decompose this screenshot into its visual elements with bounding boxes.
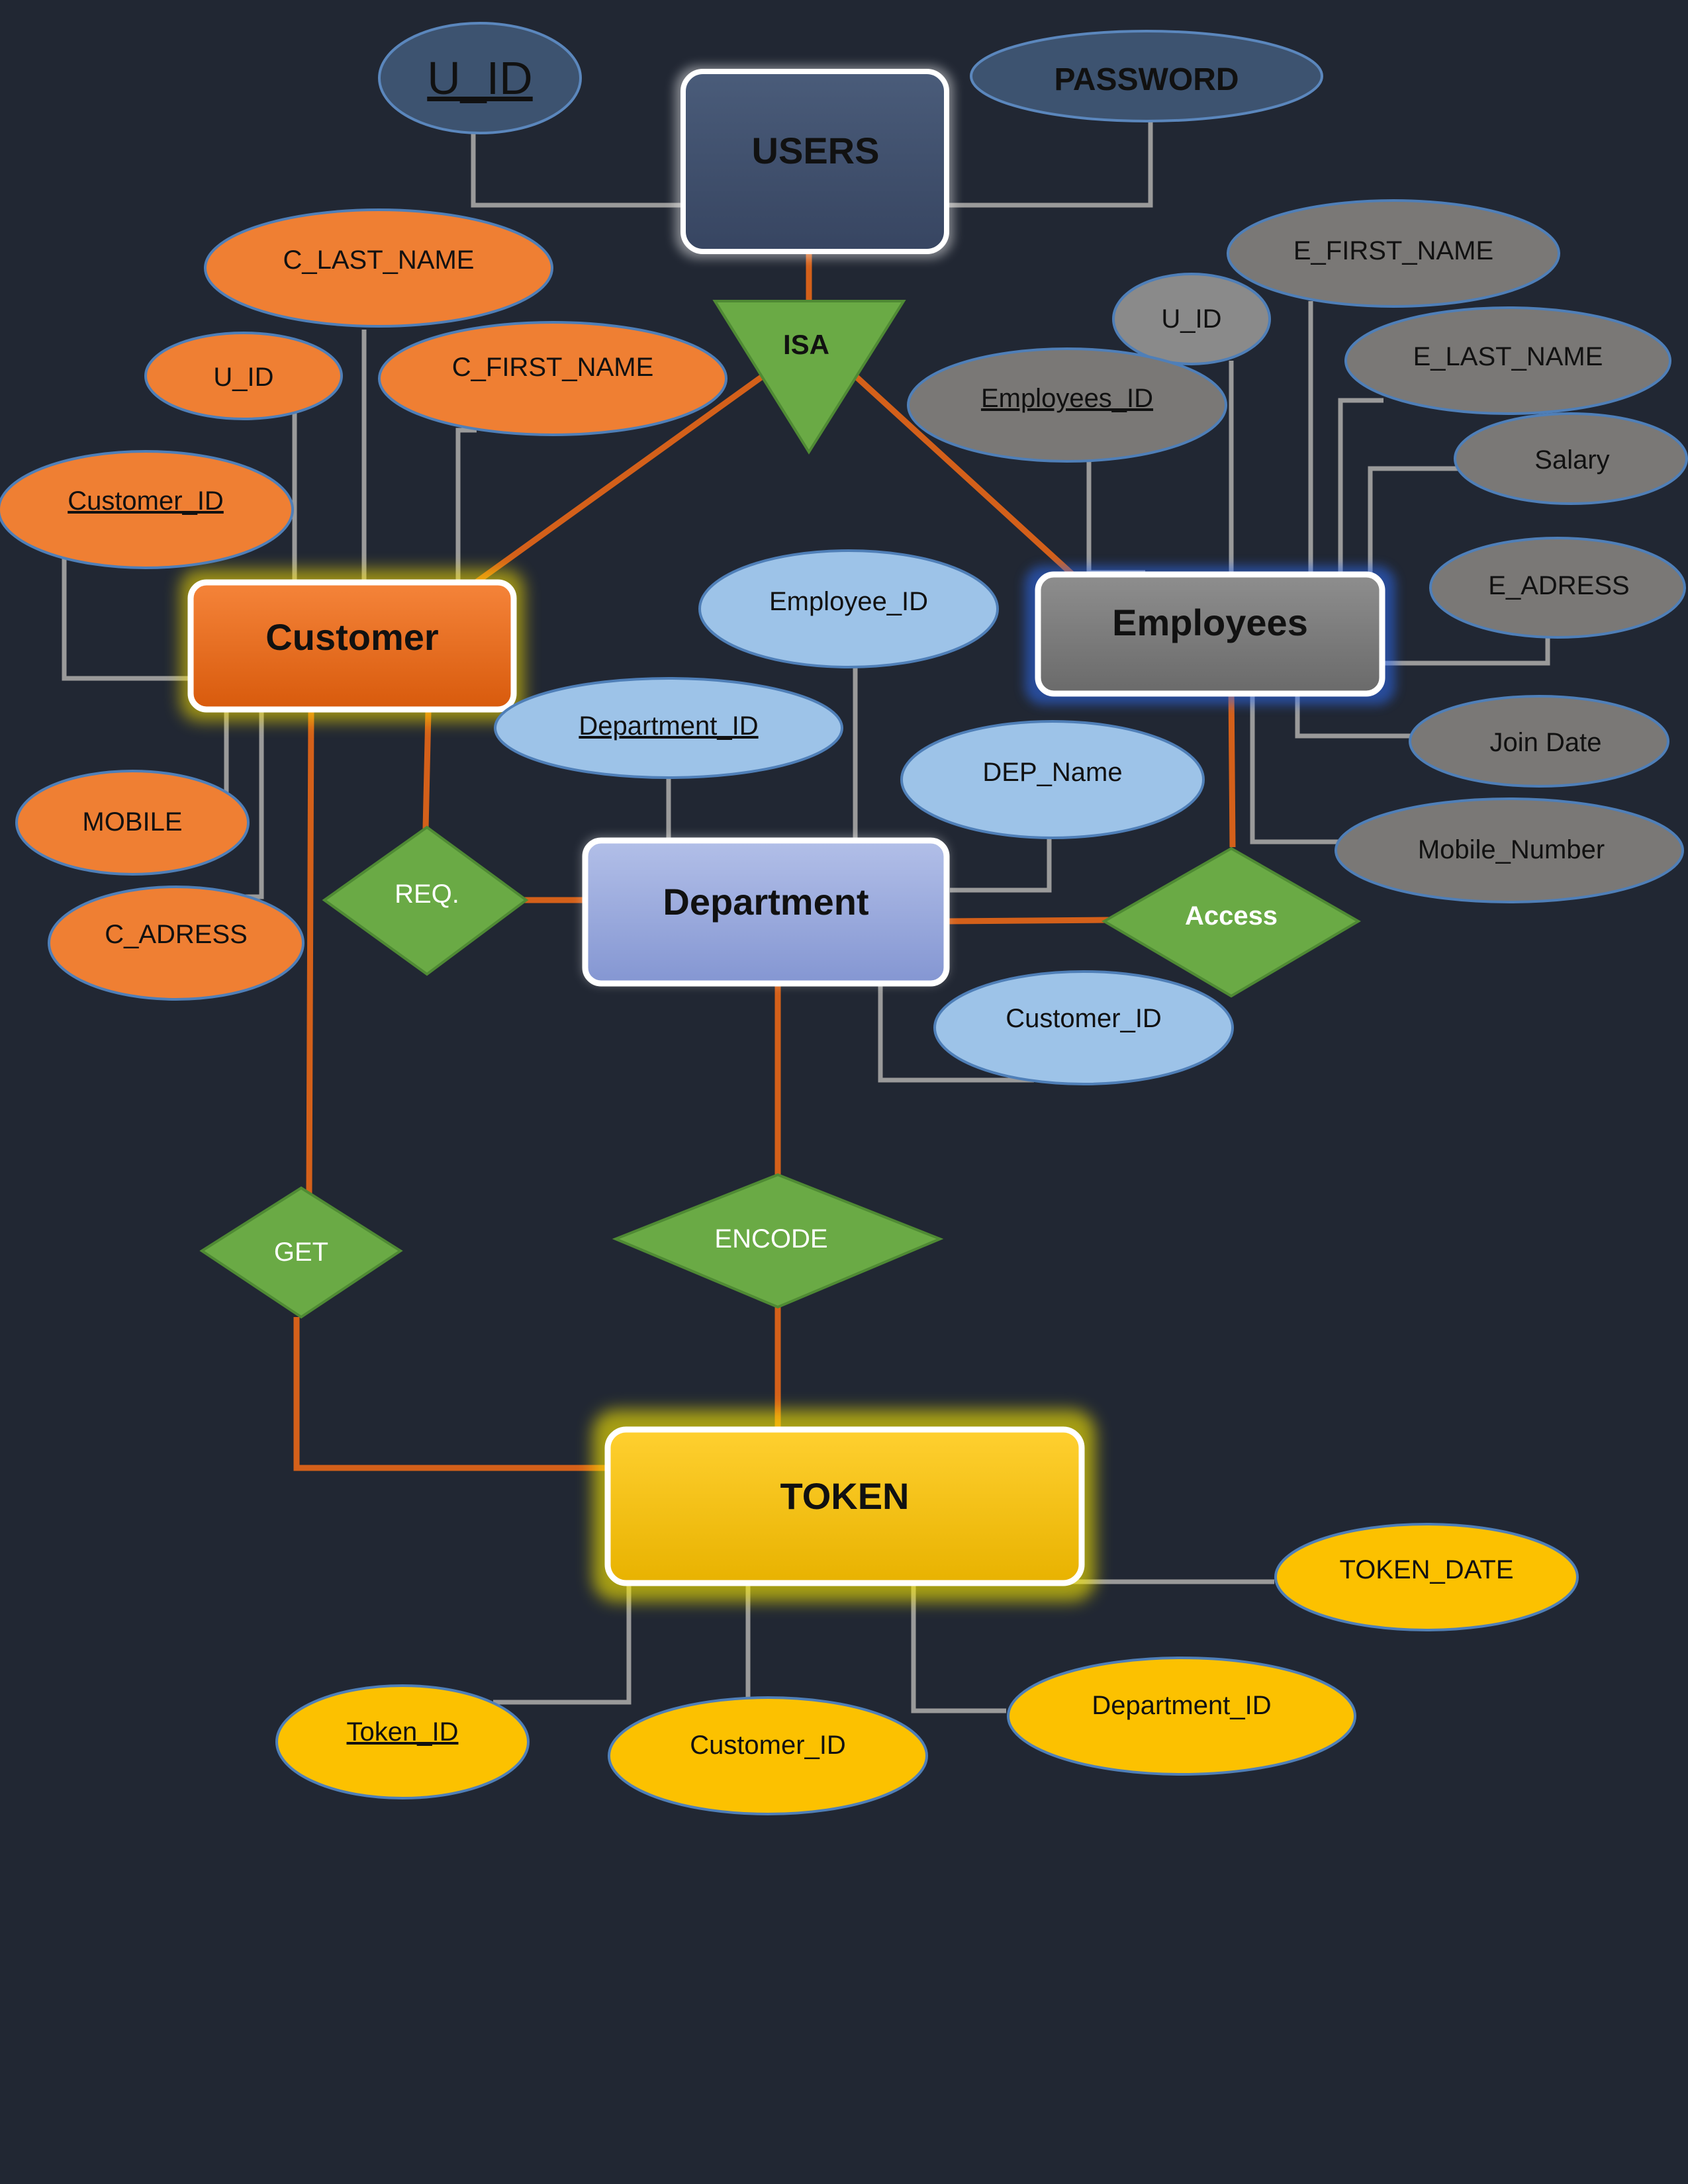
attr-customer-firstname-label: C_FIRST_NAME bbox=[452, 353, 654, 382]
attr-customer-lastname[interactable]: C_LAST_NAME bbox=[204, 208, 553, 328]
attr-customer-lastname-label: C_LAST_NAME bbox=[283, 246, 475, 275]
entity-employees-label: Employees bbox=[1112, 602, 1308, 643]
entity-token[interactable]: TOKEN bbox=[592, 1410, 1096, 1602]
attr-dept-departmentid-label: Department_ID bbox=[579, 711, 758, 741]
entity-token-label: TOKEN bbox=[780, 1475, 910, 1517]
connector-isa-employees bbox=[853, 373, 1080, 582]
relationship-isa-label: ISA bbox=[783, 329, 829, 360]
entity-department[interactable]: Department bbox=[582, 837, 950, 987]
attr-users-password[interactable]: PASSWORD bbox=[970, 30, 1323, 122]
entity-customer[interactable]: Customer bbox=[180, 569, 524, 721]
attr-emp-eadress-label: E_ADRESS bbox=[1488, 571, 1629, 600]
attr-emp-eadress[interactable]: E_ADRESS bbox=[1429, 537, 1686, 639]
attr-customer-customerid-label: Customer_ID bbox=[68, 486, 224, 516]
attr-emp-employeesid[interactable]: Employees_ID bbox=[907, 347, 1227, 463]
connector-customer-get bbox=[306, 711, 314, 1194]
attr-emp-joindate[interactable]: Join Date bbox=[1409, 695, 1669, 788]
attr-emp-salary-label: Salary bbox=[1534, 445, 1609, 475]
attr-customer-cadress-label: C_ADRESS bbox=[105, 920, 248, 949]
connector-emp-salary bbox=[1368, 466, 1486, 572]
attr-customer-customerid[interactable]: Customer_ID bbox=[0, 450, 294, 569]
entity-employees[interactable]: Employees bbox=[1025, 566, 1395, 705]
attr-token-id[interactable]: Token_ID bbox=[275, 1684, 530, 1799]
attr-customer-uid[interactable]: U_ID bbox=[144, 332, 343, 420]
connector-customer-req bbox=[422, 711, 432, 829]
attr-customer-uid-label: U_ID bbox=[213, 363, 273, 392]
relationship-encode[interactable]: ENCODE bbox=[612, 1173, 944, 1309]
attr-dept-employeeid[interactable]: Employee_ID bbox=[698, 549, 999, 668]
attr-emp-firstname-label: E_FIRST_NAME bbox=[1293, 236, 1493, 265]
connector-isa-customer bbox=[469, 375, 763, 588]
connector-department-access bbox=[947, 917, 1109, 925]
connector-emp-mobilenumber bbox=[1250, 688, 1350, 844]
attr-emp-lastname-label: E_LAST_NAME bbox=[1413, 342, 1603, 371]
attr-dept-depname[interactable]: DEP_Name bbox=[900, 720, 1205, 839]
connector-customer-uid bbox=[292, 410, 308, 585]
connector-employees-access bbox=[1228, 688, 1236, 848]
connector-customer-mobile bbox=[212, 711, 229, 797]
attr-users-password-label: PASSWORD bbox=[1054, 62, 1239, 97]
orange-connectors bbox=[293, 250, 1236, 1471]
attr-token-date-label: TOKEN_DATE bbox=[1339, 1555, 1513, 1584]
attr-dept-employeeid-label: Employee_ID bbox=[769, 587, 928, 616]
relationship-get-label: GET bbox=[274, 1238, 328, 1267]
attr-token-departmentid[interactable]: Department_ID bbox=[1007, 1657, 1356, 1776]
entity-users-label: USERS bbox=[752, 130, 880, 171]
attr-token-customerid-label: Customer_ID bbox=[690, 1731, 846, 1760]
attr-customer-cadress[interactable]: C_ADRESS bbox=[48, 886, 305, 1001]
attr-customer-mobile-label: MOBILE bbox=[82, 807, 182, 837]
connector-dept-customerid bbox=[878, 983, 1034, 1083]
attr-emp-employeesid-label: Employees_ID bbox=[981, 384, 1153, 413]
relationship-isa[interactable]: ISA bbox=[712, 300, 906, 455]
attr-emp-lastname[interactable]: E_LAST_NAME bbox=[1344, 306, 1671, 415]
relationship-get[interactable]: GET bbox=[199, 1186, 403, 1319]
connector-customer-firstname bbox=[414, 428, 477, 595]
connector-dept-departmentid bbox=[666, 778, 679, 843]
relationship-req[interactable]: REQ. bbox=[322, 825, 529, 976]
attr-token-departmentid-label: Department_ID bbox=[1092, 1691, 1271, 1720]
attr-token-date[interactable]: TOKEN_DATE bbox=[1274, 1523, 1579, 1631]
connector-emp-eadress bbox=[1380, 637, 1550, 666]
attr-dept-departmentid[interactable]: Department_ID bbox=[494, 677, 843, 779]
attr-users-uid[interactable]: U_ID bbox=[378, 22, 582, 134]
attr-dept-depname-label: DEP_Name bbox=[982, 758, 1122, 787]
connector-emp-lastname bbox=[1338, 398, 1383, 572]
attr-emp-salary[interactable]: Salary bbox=[1454, 412, 1688, 505]
connector-emp-employeesid bbox=[1086, 455, 1145, 575]
attr-emp-uid-label: U_ID bbox=[1161, 304, 1221, 334]
entity-users[interactable]: USERS bbox=[675, 66, 953, 258]
connector-users-password bbox=[948, 119, 1153, 208]
attr-customer-firstname[interactable]: C_FIRST_NAME bbox=[378, 321, 727, 436]
attr-emp-joindate-label: Join Date bbox=[1490, 728, 1602, 757]
relationship-access-label: Access bbox=[1185, 901, 1278, 931]
attr-emp-mobilenumber[interactable]: Mobile_Number bbox=[1335, 797, 1684, 903]
attr-token-id-label: Token_ID bbox=[347, 1717, 459, 1747]
attr-dept-customerid[interactable]: Customer_ID bbox=[933, 970, 1234, 1085]
entity-customer-label: Customer bbox=[265, 616, 438, 658]
attr-token-customerid[interactable]: Customer_ID bbox=[608, 1696, 928, 1815]
connector-users-uid bbox=[471, 118, 683, 208]
connector-customer-cadress bbox=[242, 711, 264, 899]
attr-emp-mobilenumber-label: Mobile_Number bbox=[1418, 835, 1605, 864]
attr-users-uid-label: U_ID bbox=[427, 52, 532, 104]
connector-customer-customerid bbox=[62, 557, 195, 681]
connector-get-token bbox=[293, 1317, 634, 1471]
relationship-encode-label: ENCODE bbox=[714, 1224, 827, 1253]
relationship-req-label: REQ. bbox=[395, 880, 459, 909]
attr-emp-firstname[interactable]: E_FIRST_NAME bbox=[1227, 199, 1560, 308]
attr-customer-mobile[interactable]: MOBILE bbox=[15, 770, 250, 876]
attr-dept-customerid-label: Customer_ID bbox=[1006, 1004, 1162, 1033]
attr-emp-uid[interactable]: U_ID bbox=[1112, 273, 1271, 365]
connector-dept-depname bbox=[950, 837, 1052, 893]
relationship-access[interactable]: Access bbox=[1102, 846, 1361, 998]
connector-token-departmentid bbox=[911, 1585, 1006, 1713]
entity-department-label: Department bbox=[663, 881, 868, 923]
